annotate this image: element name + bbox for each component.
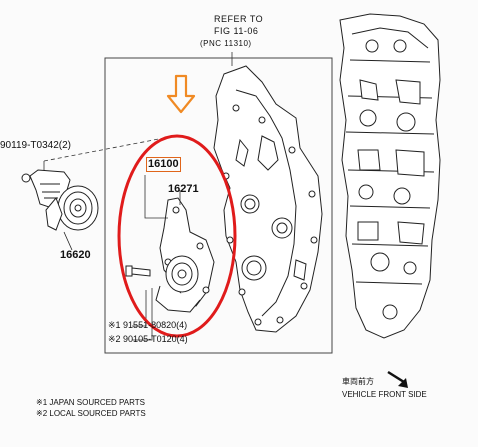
part-label-tensioner: 16620 bbox=[60, 249, 91, 261]
part-label-bolt-tensioner: 90119-T0342(2) bbox=[0, 140, 71, 151]
tensioner-drawing bbox=[21, 169, 99, 251]
timing-cover-drawing bbox=[213, 65, 323, 333]
footnote-japan: ※1 JAPAN SOURCED PARTS bbox=[36, 398, 145, 407]
engine-block-drawing bbox=[339, 13, 441, 339]
part-label-gasket: 16271 bbox=[168, 183, 199, 195]
front-side-arrowhead bbox=[398, 378, 408, 388]
part-label-bolt-pump-2: ※2 90105-T0120(4) bbox=[108, 334, 188, 344]
direction-label-en: VEHICLE FRONT SIDE bbox=[342, 390, 427, 399]
refer-line-3: (PNC 11310) bbox=[200, 39, 252, 48]
footnote-local: ※2 LOCAL SOURCED PARTS bbox=[36, 409, 146, 418]
down-arrow-icon bbox=[166, 74, 196, 114]
bolt-leader-dashed bbox=[43, 137, 165, 162]
pump-leaders bbox=[132, 175, 181, 341]
front-side-arrow-icon bbox=[387, 370, 405, 384]
highlight-circle bbox=[117, 134, 237, 338]
part-label-bolt-pump-1: ※1 91551-80820(4) bbox=[108, 320, 188, 330]
water-pump-drawing bbox=[125, 197, 215, 313]
group-frame bbox=[104, 57, 333, 354]
refer-line-1: REFER TO bbox=[214, 14, 264, 24]
refer-line-2: FIG 11-06 bbox=[214, 26, 259, 36]
part-label-pump-assy: 16100 bbox=[146, 157, 181, 172]
direction-label-jp: 車両前方 bbox=[342, 377, 374, 386]
